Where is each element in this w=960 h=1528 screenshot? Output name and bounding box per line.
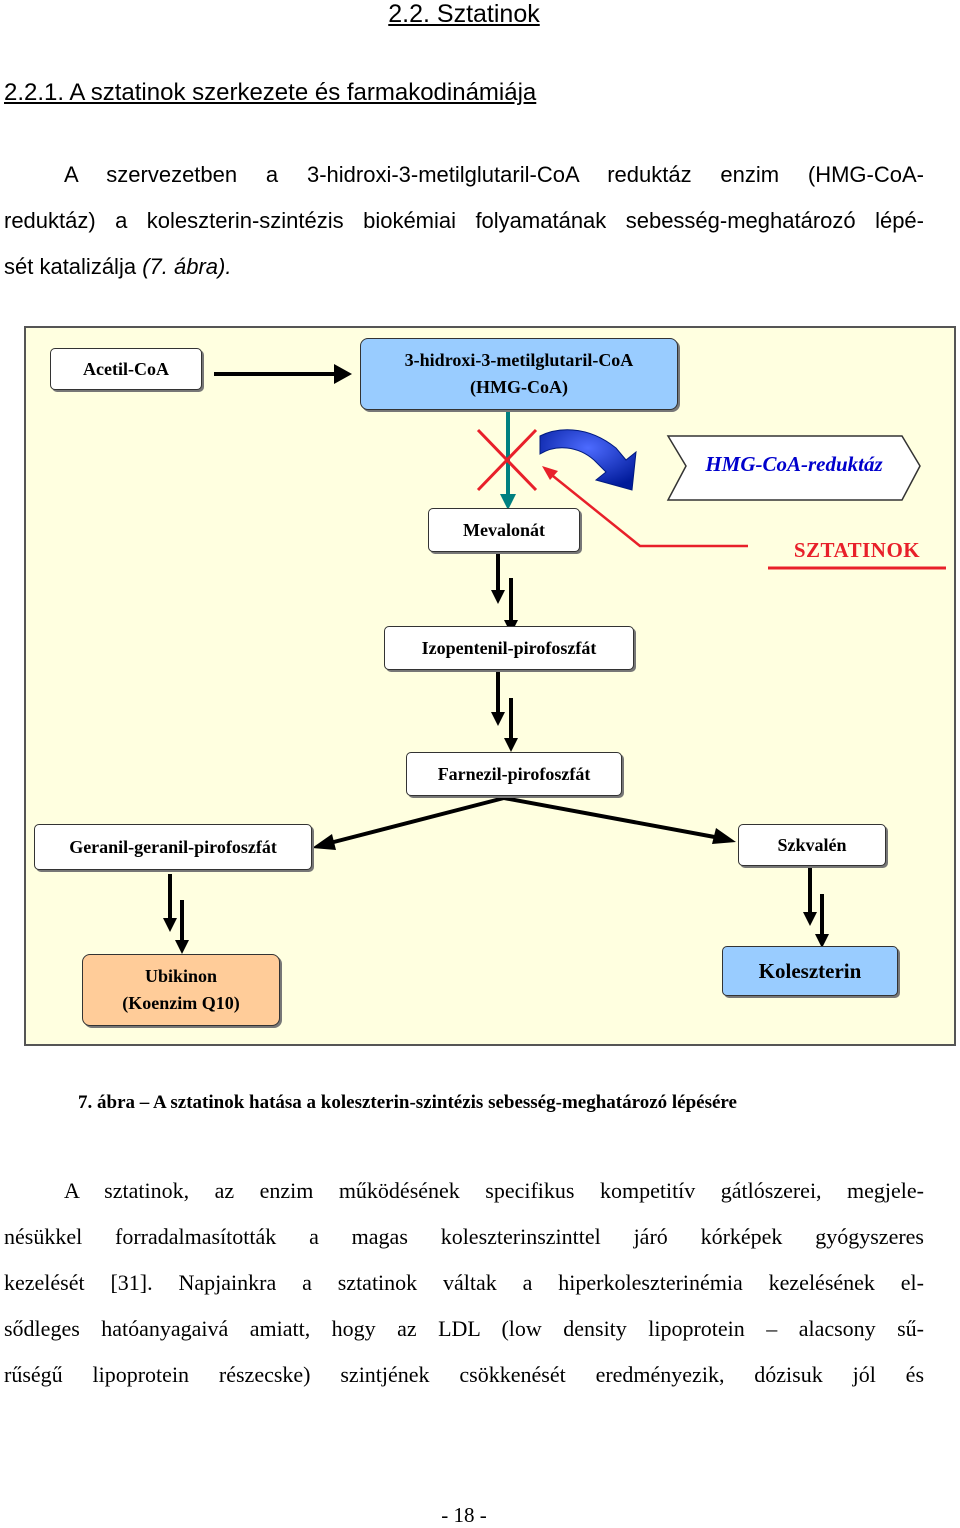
arrow-acetil-to-hmg [214,364,352,384]
statin-inhibition-line [542,466,946,570]
node-hmg-coa-line-2: (HMG-CoA) [470,377,568,397]
node-hmg-coa-line-1: 3-hidroxi-3-metilglutaril-CoA [404,350,634,370]
node-izopentenil-pirofoszfat: Izopentenil-pirofoszfát [384,626,634,670]
body-line-3: kezelését [31]. Napjainkra a sztatinok v… [4,1270,924,1295]
body-paragraph: A sztatinok, az enzim működésének specif… [4,1168,924,1398]
node-ubikinon-line-1: Ubikinon [144,966,218,986]
statins-label: SZTATINOK [793,538,921,562]
node-ubikinon: Ubikinon (Koenzim Q10) [82,954,280,1026]
intro-line-2: reduktáz) a koleszterin-szintézis biokém… [4,208,924,233]
body-line-1: A sztatinok, az enzim működésének specif… [64,1178,924,1203]
intro-paragraph: A szervezetben a 3-hidroxi-3-metilglutar… [4,152,924,290]
node-hmg-coa: 3-hidroxi-3-metilglutaril-CoA (HMG-CoA) [360,338,678,410]
arrow-farnezil-to-szkvalen [503,796,736,844]
intro-line-3: sét katalizálja (7. ábra). [4,244,924,290]
body-line-5: rűségű lipoprotein részecske) szintjének… [4,1362,924,1387]
node-acetil-coa: Acetil-CoA [50,348,202,390]
subsection-title: 2.2.1. A sztatinok szerkezete és farmako… [4,79,537,106]
page-number: - 18 - [441,1503,487,1527]
node-mevalonat: Mevalonát [428,508,580,552]
node-ubikinon-line-2: (Koenzim Q10) [122,993,240,1013]
section-title: 2.2. Sztatinok [388,0,540,28]
body-line-4: sődleges hatóanyagaivá amiatt, hogy az L… [4,1316,924,1341]
arrow-geranil-to-ubikinon [163,874,189,954]
node-farnezil-pirofoszfat: Farnezil-pirofoszfát [406,752,622,796]
intro-line-1: A szervezetben a 3-hidroxi-3-metilglutar… [64,162,924,187]
inhibition-x-icon [476,428,538,492]
arrow-izopentenil-to-farnezil [491,672,518,752]
diagram-arrows [163,364,946,954]
enzyme-curved-arrow-icon [539,429,637,491]
node-geranil-geranil-pirofoszfat: Geranil-geranil-pirofoszfát [34,824,312,870]
intro-line-3-text: sét katalizálja [4,254,143,279]
node-koleszterin: Koleszterin [722,946,898,996]
body-line-2: nésükkel forradalmasították a magas kole… [4,1224,924,1249]
statin-pathway-diagram: Acetil-CoA 3-hidroxi-3-metilglutaril-CoA… [24,326,956,1046]
arrow-hmg-to-mevalonat [500,412,516,510]
node-szkvalen: Szkvalén [738,824,886,866]
reductase-label-shape [666,435,921,501]
figure-caption: 7. ábra – A sztatinok hatása a koleszter… [78,1092,737,1113]
figure-reference-link[interactable]: (7. ábra). [142,254,232,279]
reductase-label: HMG-CoA-reduktáz [705,452,883,476]
arrow-farnezil-to-geranil [312,796,505,850]
arrow-szkvalen-to-koleszterin [803,868,829,948]
arrow-mevalonat-to-izopentenil [491,554,518,634]
